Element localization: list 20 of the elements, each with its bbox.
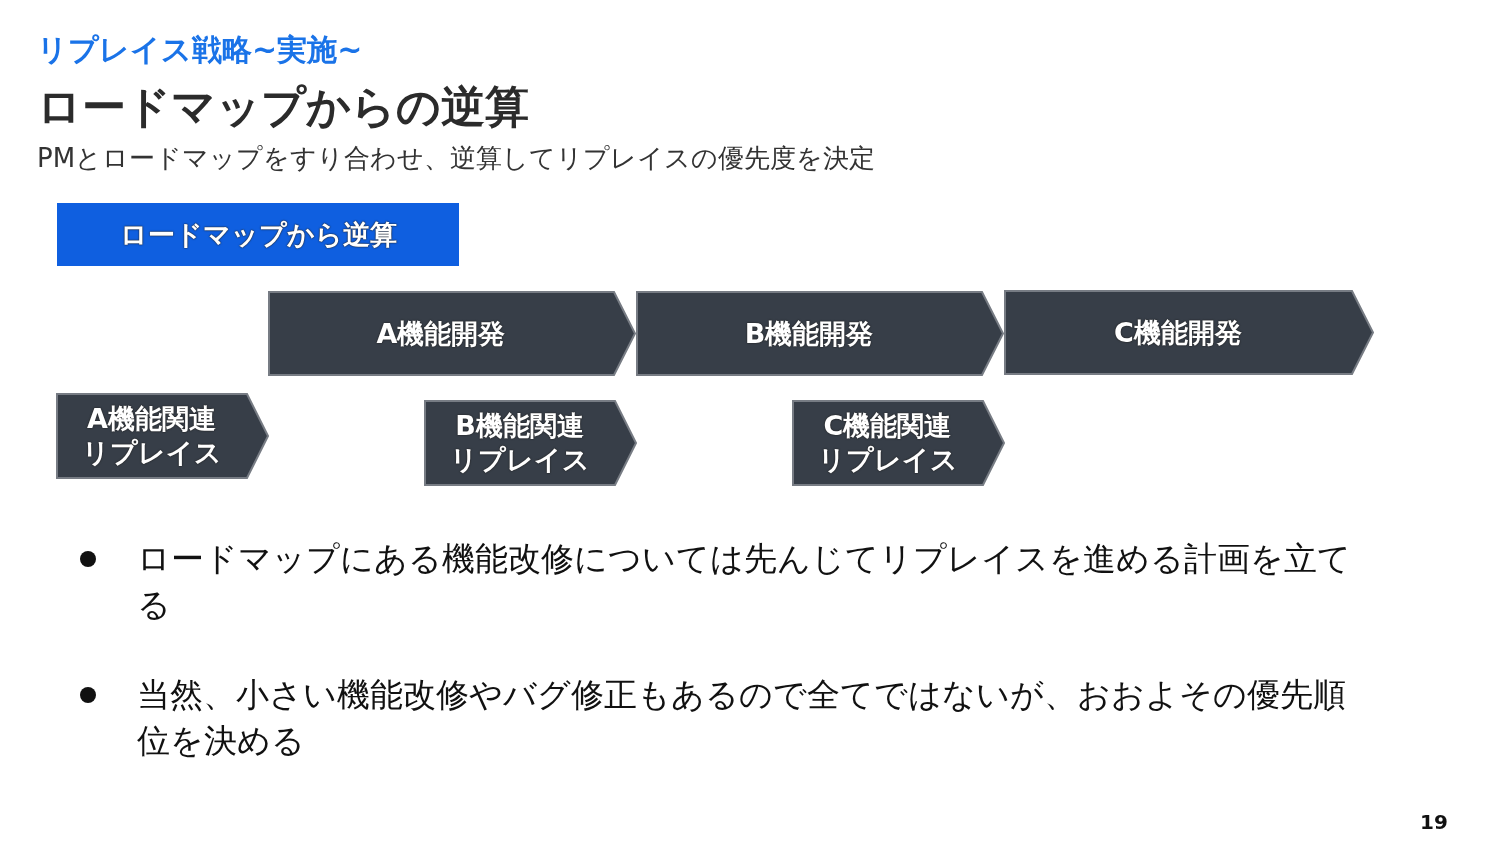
chevron-shape: [792, 400, 1005, 486]
header-box: [57, 203, 459, 266]
chevron-shape: [268, 291, 636, 376]
box-label: B機能関連リプレイス: [448, 409, 591, 477]
page-number: 19: [1420, 810, 1448, 834]
chevron-shape: [636, 291, 1004, 376]
box-label: C機能開発: [1113, 315, 1243, 350]
chevron-shape: [1004, 290, 1374, 375]
chevron-shape: [424, 400, 637, 486]
box-label: ロードマップから逆算: [118, 217, 398, 252]
box-label: C機能関連リプレイス: [816, 409, 959, 477]
box-label: B機能開発: [743, 316, 875, 351]
box-label: A機能関連リプレイス: [80, 402, 223, 470]
chevron-shape: [56, 393, 269, 479]
bullet-text: 当然、小さい機能改修やバグ修正もあるので全てではないが、おおよその優先順位を決める: [137, 674, 1347, 762]
section-heading: リプレイス戦略~実施~: [37, 31, 363, 69]
box-label: A機能開発: [375, 316, 507, 351]
bullet-text: ロードマップにある機能改修については先んじてリプレイスを進める計画を立てる: [137, 538, 1352, 626]
slide-title: ロードマップからの逆算: [37, 80, 529, 134]
subtitle: PMとロードマップをすり合わせ、逆算してリプレイスの優先度を決定: [37, 142, 876, 175]
